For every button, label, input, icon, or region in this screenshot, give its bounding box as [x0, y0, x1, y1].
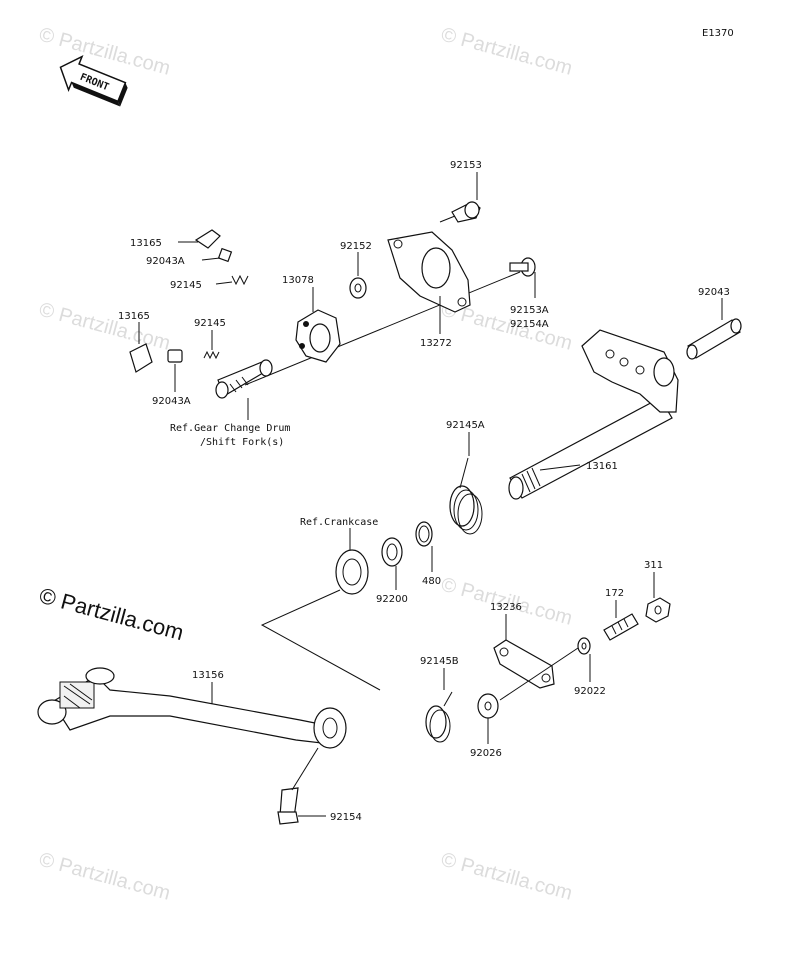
pawl-13165-left	[129, 343, 153, 373]
leader-92043a-top	[201, 257, 221, 261]
callout-13272[interactable]: 13272	[420, 338, 452, 349]
callout-92026[interactable]: 92026	[470, 748, 502, 759]
reference-notes: Ref.Gear Change Drum /Shift Fork(s) Ref.…	[170, 423, 378, 528]
ref-crankcase: Ref.Crankcase	[300, 517, 378, 528]
shift-cam-13078	[295, 309, 341, 363]
brand-logo: © Partzilla.com	[37, 583, 187, 646]
callout-92152[interactable]: 92152	[340, 241, 372, 252]
callout-92145b[interactable]: 92145B	[420, 656, 459, 667]
screw-92153a	[509, 257, 536, 277]
pawl-13165-top	[194, 229, 221, 249]
callout-311[interactable]: 311	[644, 560, 663, 571]
pin-92043a-top	[217, 247, 233, 263]
spring-92145-left	[203, 350, 220, 360]
spring-92145b	[425, 691, 453, 743]
pin-92043	[686, 318, 742, 360]
drum-pin	[215, 359, 273, 399]
callout-13236[interactable]: 13236	[490, 602, 522, 613]
watermark: © Partzilla.com	[37, 24, 173, 80]
shift-shaft-13161	[508, 329, 679, 500]
callout-13165-left[interactable]: 13165	[118, 311, 150, 322]
callout-92043a-left[interactable]: 92043A	[152, 396, 191, 407]
front-arrow-icon: FRONT	[59, 55, 128, 107]
lever-13236	[493, 639, 555, 689]
assembly-guide-line	[260, 589, 381, 691]
callout-92154[interactable]: 92154	[330, 812, 362, 823]
washer-92022	[577, 637, 591, 655]
nut-311	[645, 597, 671, 623]
washer-92200	[381, 537, 403, 567]
plate-13272	[387, 231, 471, 313]
callout-92022[interactable]: 92022	[574, 686, 606, 697]
callout-92145a[interactable]: 92145A	[446, 420, 485, 431]
pin-92043a-left	[167, 349, 183, 363]
watermark: © Partzilla.com	[37, 849, 173, 905]
callout-13078[interactable]: 13078	[282, 275, 314, 286]
callout-13165-top[interactable]: 13165	[130, 238, 162, 249]
watermarks: © Partzilla.com © Partzilla.com © Partzi…	[37, 24, 575, 905]
bolt-92154	[277, 787, 299, 825]
watermark: © Partzilla.com	[37, 299, 173, 355]
assembly-axis-line	[244, 271, 521, 386]
callout-92043[interactable]: 92043	[698, 287, 730, 298]
lower-axis-line	[499, 643, 585, 701]
callout-92145-left[interactable]: 92145	[194, 318, 226, 329]
washer-92026	[477, 693, 499, 719]
spring-92145a	[449, 457, 483, 535]
bolt-92153	[439, 201, 481, 223]
callout-92154a[interactable]: 92154A	[510, 319, 549, 330]
leader-92145-top	[215, 281, 233, 285]
callout-92200[interactable]: 92200	[376, 594, 408, 605]
callout-92153[interactable]: 92153	[450, 160, 482, 171]
watermark: © Partzilla.com	[439, 849, 575, 905]
ref-gear-change-drum: Ref.Gear Change Drum	[170, 423, 290, 434]
circlip-480	[415, 521, 433, 547]
diagram-code: E1370	[702, 28, 734, 39]
callout-13156[interactable]: 13156	[192, 670, 224, 681]
callout-92153a[interactable]: 92153A	[510, 305, 549, 316]
callout-92043a-top[interactable]: 92043A	[146, 256, 185, 267]
ref-shift-forks: /Shift Fork(s)	[200, 437, 284, 448]
watermark: © Partzilla.com	[439, 24, 575, 80]
part-callouts: 92153 13165 92043A 92145 13078 92152 921…	[118, 160, 730, 823]
stud-172	[603, 613, 639, 641]
leader-13161	[539, 464, 581, 471]
leader-92154-axis	[291, 747, 319, 791]
oil-seal	[335, 549, 369, 595]
callout-92145-top[interactable]: 92145	[170, 280, 202, 291]
washer-92152	[349, 277, 367, 299]
callout-13161[interactable]: 13161	[586, 461, 618, 472]
callout-172[interactable]: 172	[605, 588, 624, 599]
spring-92145-top	[231, 274, 249, 286]
shift-pedal-13156	[37, 667, 347, 749]
callout-480[interactable]: 480	[422, 576, 441, 587]
